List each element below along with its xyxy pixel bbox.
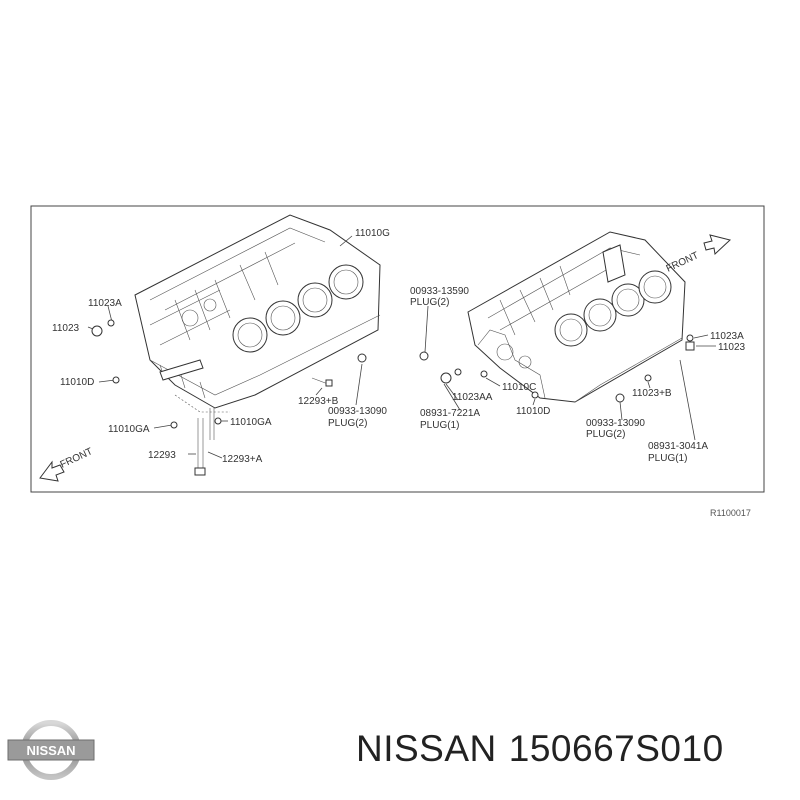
left-front-arrow xyxy=(39,460,65,482)
diagram-frame xyxy=(30,205,765,493)
left-leaders xyxy=(87,235,363,459)
brand-row: NISSAN NISSAN 150667S010 xyxy=(0,716,800,786)
part-number: 150667S010 xyxy=(508,728,724,769)
label-front-left: FRONT xyxy=(59,446,95,471)
label-plug-code-top-right: 00933-13590 xyxy=(410,286,469,297)
brand-name: NISSAN xyxy=(356,728,497,769)
right-leaders xyxy=(424,305,716,441)
label-08931-7221A: 08931-7221A xyxy=(420,408,480,419)
label-plug1-right-a: PLUG(1) xyxy=(420,420,459,431)
label-11010GA-left-a: 11010GA xyxy=(108,424,150,435)
label-plug-code-left: 00933-13090 xyxy=(328,406,387,417)
label-plug-left: PLUG(2) xyxy=(328,418,367,429)
label-11023-left: 11023 xyxy=(52,323,80,334)
label-plug-code-mid-right: 00933-13090 xyxy=(586,418,645,429)
label-11010G: 11010G xyxy=(355,228,390,239)
label-plug-mid-right: PLUG(2) xyxy=(586,429,625,440)
reference-code: R1100017 xyxy=(710,508,751,518)
left-engine-block xyxy=(134,214,381,476)
label-12293: 12293 xyxy=(148,450,176,461)
right-front-arrow xyxy=(703,234,732,256)
product-title: NISSAN 150667S010 xyxy=(356,728,736,770)
label-12293-A: 12293+A xyxy=(222,454,263,465)
label-11010D-left: 11010D xyxy=(60,377,94,388)
label-11023-B-right: 11023+B xyxy=(632,388,672,399)
label-plug1-right-b: PLUG(1) xyxy=(648,453,687,464)
label-08931-3041A: 08931-3041A xyxy=(648,441,708,452)
label-11010D-right: 11010D xyxy=(516,406,550,417)
label-12293-B-left: 12293+B xyxy=(298,396,339,407)
label-11023-right: 11023 xyxy=(718,342,746,353)
nissan-logo: NISSAN xyxy=(7,720,95,780)
label-11010C: 11010C xyxy=(502,382,536,393)
label-plug-top-right: PLUG(2) xyxy=(410,297,449,308)
label-11023AA: 11023AA xyxy=(452,392,493,403)
label-11023A-left: 11023A xyxy=(88,298,122,309)
right-engine-block xyxy=(419,231,695,403)
label-11023A-right: 11023A xyxy=(710,331,744,342)
label-front-right: FRONT xyxy=(665,250,701,275)
logo-text: NISSAN xyxy=(26,743,75,758)
label-11010GA-left-b: 11010GA xyxy=(230,417,272,428)
